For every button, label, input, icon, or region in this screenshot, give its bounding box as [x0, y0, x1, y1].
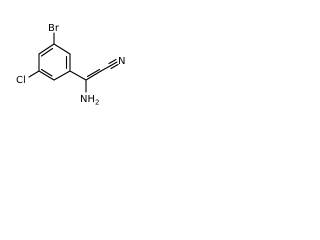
- bond-c-cn: [100, 65, 111, 72]
- atom-nh2-main: NH: [80, 94, 95, 105]
- ring-bond-bottom-left-inner: [40, 68, 53, 77]
- bond-vinyl-double-a: [85, 70, 102, 81]
- ring-bond-top-left-inner: [40, 47, 54, 57]
- atom-br-label: Br: [48, 23, 60, 34]
- atom-labels: Br Cl NH2 N: [16, 23, 125, 107]
- bond-c-cl: [28, 70, 40, 78]
- atom-nh2-subscript: 2: [95, 99, 99, 107]
- structure-diagram: Br Cl NH2 N: [16, 23, 125, 107]
- bond-vinyl-double-b: [86, 68, 101, 78]
- ring-bond-bottom-right: [53, 70, 71, 81]
- ring-bond-bottom-left: [38, 70, 55, 81]
- atom-nh2-label: NH2: [80, 94, 99, 107]
- bond-nitrile-1: [109, 61, 118, 67]
- bond-nitrile-2: [108, 58, 117, 65]
- ring-bond-top-right: [53, 43, 71, 55]
- ring-bond-top-left: [38, 43, 55, 55]
- bond-ring-to-vinyl: [69, 70, 87, 81]
- bond-nitrile-3: [110, 63, 119, 70]
- atom-cl-label: Cl: [16, 75, 26, 86]
- bonds: [28, 32, 119, 93]
- atom-n-label: N: [118, 56, 125, 67]
